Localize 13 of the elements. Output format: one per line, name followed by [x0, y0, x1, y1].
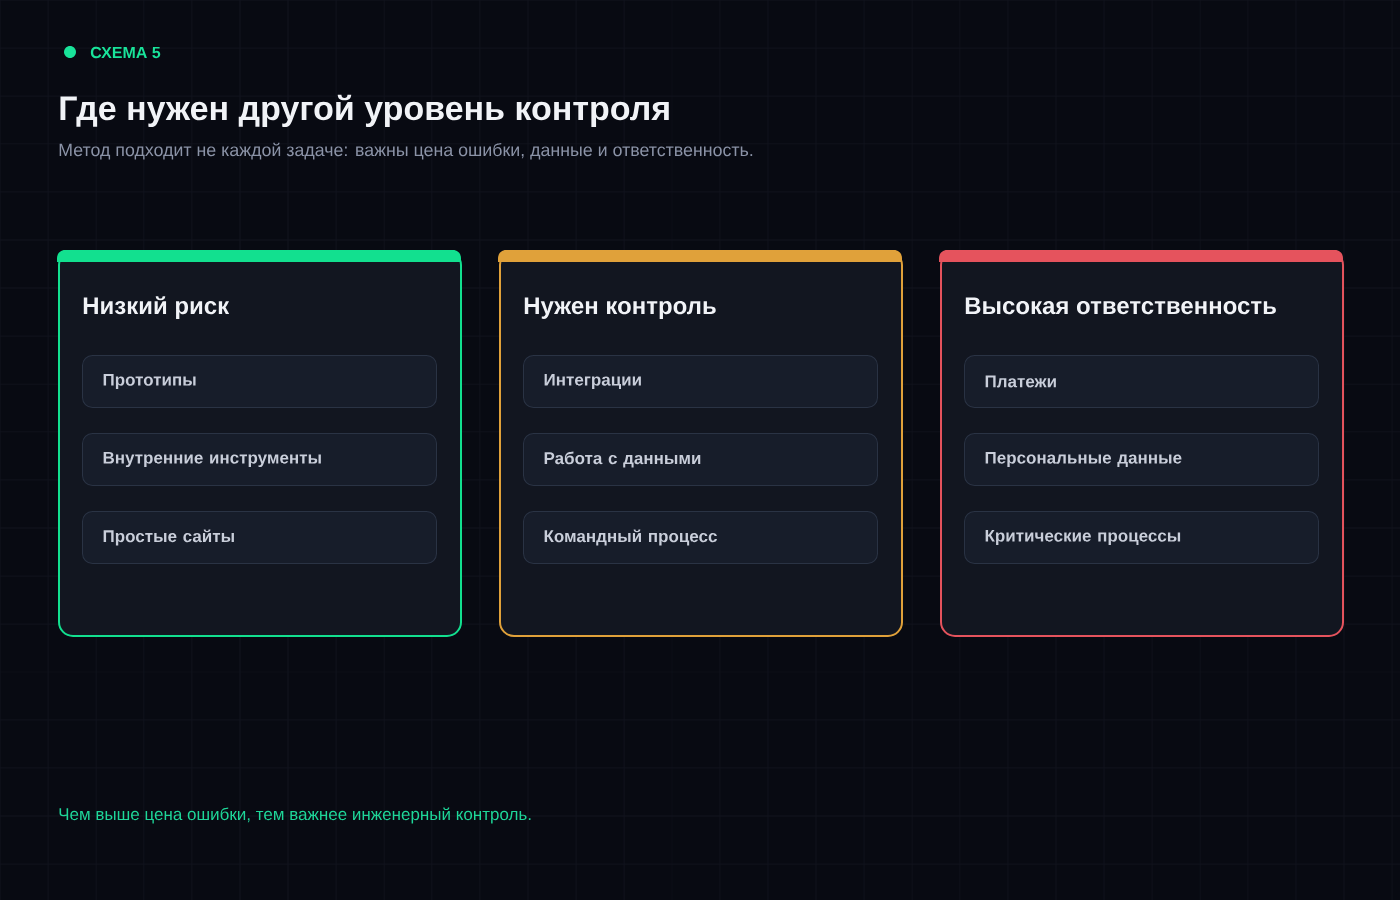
list-item: Работа с данными [523, 433, 878, 486]
list-item: Интеграции [523, 355, 878, 408]
list-item: Командный процесс [523, 511, 878, 564]
list-item: Прототипы [82, 355, 437, 408]
list-item: Персональные данные [964, 433, 1319, 486]
section-label: СХЕМА 5 [90, 46, 161, 59]
title: Где нужен другой уровень контроля [60, 94, 669, 128]
subtitle: Метод подходит не каждой задаче: важны цена ошибки, данные и ответственность. [59, 142, 753, 160]
list-item: Внутренние инструменты [82, 433, 437, 486]
list-item: Критические процессы [964, 511, 1319, 564]
list-item: Платежи [964, 355, 1319, 408]
list-item: Простые сайты [82, 511, 437, 564]
footnote: Чем выше цена ошибки, тем важнее инженерный контроль. [59, 807, 531, 824]
